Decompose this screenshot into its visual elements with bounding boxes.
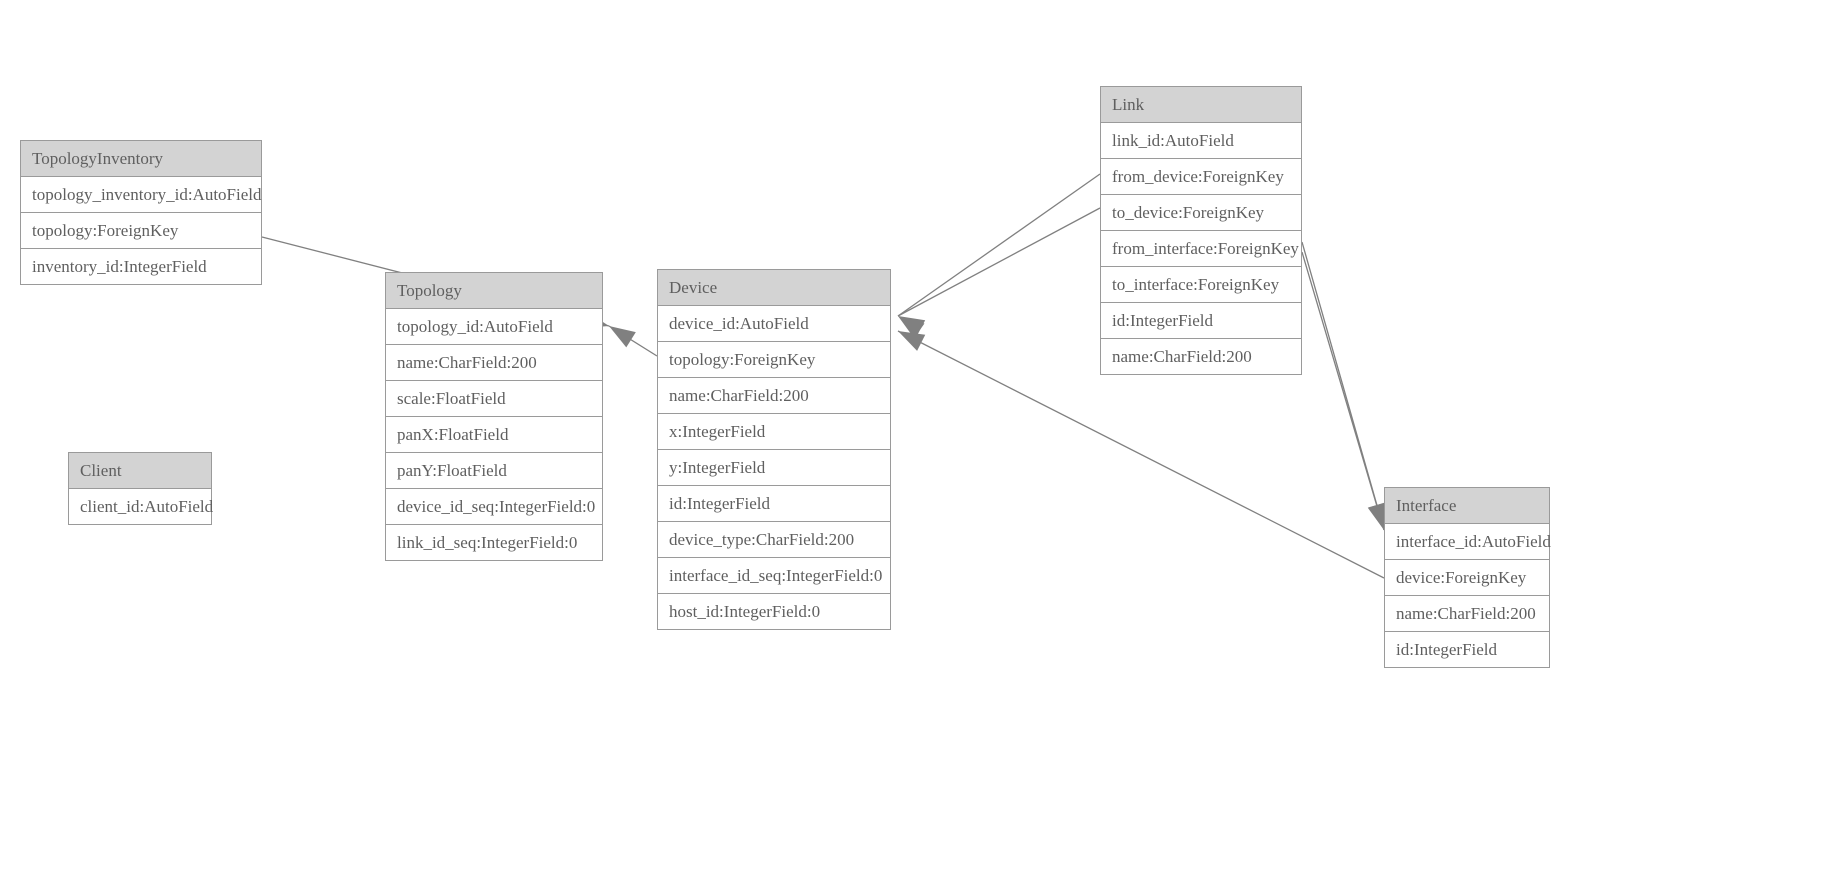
- entity-field: device_id:AutoField: [658, 306, 890, 342]
- entity-field: topology:ForeignKey: [658, 342, 890, 378]
- entity-title-interface: Interface: [1385, 488, 1549, 524]
- entity-field: to_interface:ForeignKey: [1101, 267, 1301, 303]
- relationship-line: [608, 325, 658, 357]
- entity-field: name:CharField:200: [1385, 596, 1549, 632]
- relationship-arrowhead: [898, 316, 925, 339]
- entity-field: panY:FloatField: [386, 453, 602, 489]
- entity-field: id:IntegerField: [1385, 632, 1549, 667]
- entity-field: id:IntegerField: [658, 486, 890, 522]
- entity-field: y:IntegerField: [658, 450, 890, 486]
- entity-field: panX:FloatField: [386, 417, 602, 453]
- relationship-line: [897, 207, 1101, 317]
- entity-field: from_interface:ForeignKey: [1101, 231, 1301, 267]
- entity-title-topology_inventory: TopologyInventory: [21, 141, 261, 177]
- entity-field: name:CharField:200: [1101, 339, 1301, 374]
- entity-field: id:IntegerField: [1101, 303, 1301, 339]
- entity-field: topology_inventory_id:AutoField: [21, 177, 262, 213]
- entity-field: to_device:ForeignKey: [1101, 195, 1301, 231]
- relationship-arrowhead: [898, 316, 926, 337]
- entity-field: from_device:ForeignKey: [1101, 159, 1301, 195]
- entity-field: link_id_seq:IntegerField:0: [386, 525, 602, 560]
- entity-field: device_id_seq:IntegerField:0: [386, 489, 602, 525]
- entity-field: topology:ForeignKey: [21, 213, 261, 249]
- entity-field: device:ForeignKey: [1385, 560, 1549, 596]
- entity-field: host_id:IntegerField:0: [658, 594, 890, 629]
- entity-field: interface_id_seq:IntegerField:0: [658, 558, 890, 594]
- entity-title-link: Link: [1101, 87, 1301, 123]
- entity-field: topology_id:AutoField: [386, 309, 602, 345]
- relationship-arrowhead: [898, 331, 926, 351]
- entity-field-list: client_id:AutoField: [69, 489, 213, 524]
- entity-title-topology: Topology: [386, 273, 602, 309]
- entity-field: link_id:AutoField: [1101, 123, 1301, 159]
- entity-field: name:CharField:200: [658, 378, 890, 414]
- entity-field: x:IntegerField: [658, 414, 890, 450]
- entity-field: interface_id:AutoField: [1385, 524, 1551, 560]
- entity-field: device_type:CharField:200: [658, 522, 890, 558]
- relationship-line: [1301, 241, 1385, 531]
- entity-title-device: Device: [658, 270, 890, 306]
- relationship-line: [1301, 251, 1385, 531]
- relationship-line: [897, 173, 1101, 317]
- relationship-arrowhead: [609, 326, 636, 348]
- entity-title-client: Client: [69, 453, 211, 489]
- entity-field: inventory_id:IntegerField: [21, 249, 261, 284]
- entity-field: client_id:AutoField: [69, 489, 213, 524]
- entity-field: name:CharField:200: [386, 345, 602, 381]
- entity-field: scale:FloatField: [386, 381, 602, 417]
